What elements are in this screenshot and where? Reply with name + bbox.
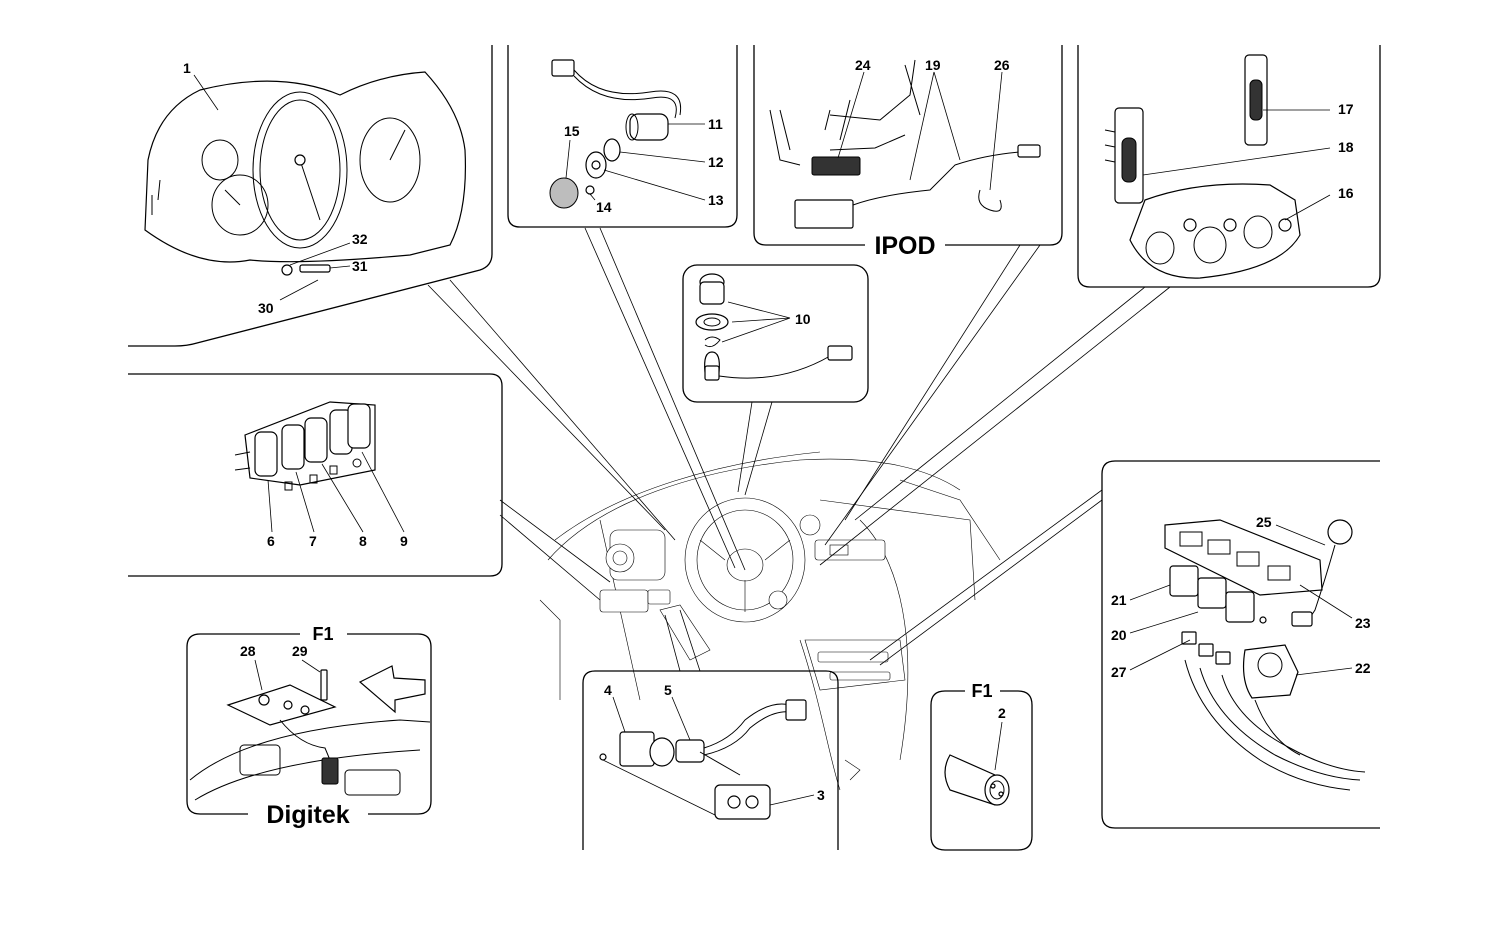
panel-instrument-cluster: 1 32 31 30 [128,45,493,347]
panel-central-switches: 25 21 23 20 27 22 [1101,460,1380,829]
part-label-11: 11 [708,116,723,132]
leader-10a [727,301,791,319]
part-label-32: 32 [352,231,368,247]
leader-7 [295,471,315,533]
instrument-cluster-illustration [144,71,466,276]
leader-25 [1275,524,1326,546]
part-label-9: 9 [400,533,408,549]
part-label-14: 14 [596,199,612,215]
part-label-24: 24 [855,57,871,73]
part-label-15: 15 [564,123,580,139]
part-label-8: 8 [359,533,367,549]
f1-button-illustration [944,754,1010,806]
part-label-4: 4 [604,682,612,698]
leader-27 [1129,639,1191,671]
leader-32 [289,242,351,266]
leader-3b [602,759,716,816]
panel-climate-control: 17 18 16 [1077,45,1381,288]
part-label-31: 31 [352,258,368,274]
leader-23 [1299,584,1353,619]
ipod-illustration [769,59,1041,229]
leader-29 [301,659,321,673]
part-label-18: 18 [1338,139,1354,155]
leader-5 [671,696,691,741]
leader-8 [321,463,364,533]
panel-linker-lines [427,227,1171,672]
digitek-illustration [189,665,431,801]
leader-9 [361,451,405,533]
part-label-2: 2 [998,705,1006,721]
leader-22 [1295,667,1353,676]
panel-digitek: 28 29 F1 Digitek [186,624,432,829]
leader-14 [589,193,596,201]
part-label-12: 12 [708,154,724,170]
part-label-23: 23 [1355,615,1371,631]
leader-1 [193,74,219,111]
leader-13 [603,169,706,201]
leader-4 [612,696,626,733]
cigar-lighter-illustration [695,273,853,381]
climate-control-illustration [1104,54,1301,279]
socket-illustration [599,699,807,820]
panel-ipod: 24 19 26 IPOD [753,45,1063,260]
part-label-30: 30 [258,300,274,316]
part-label-21: 21 [1111,592,1127,608]
part-label-27: 27 [1111,664,1127,680]
leader-24 [837,71,865,159]
part-label-17: 17 [1338,101,1354,117]
panel-dash-switches: 6 7 8 9 [128,373,503,577]
part-label-29: 29 [292,643,308,659]
part-label-19: 19 [925,57,941,73]
part-label-6: 6 [267,533,275,549]
dashboard-illustration [539,451,1001,791]
digitek-caption: Digitek [266,801,349,829]
leader-19a [909,71,935,181]
panel-socket: 4 5 3 [582,670,839,850]
leader-31 [329,265,351,269]
part-label-13: 13 [708,192,724,208]
part-label-7: 7 [309,533,317,549]
part-label-28: 28 [240,643,256,659]
leader-10c [721,317,791,343]
panel-ignition-switch: 11 15 12 13 14 [507,45,738,228]
part-label-10: 10 [795,311,811,327]
panel-f1-button: 2 F1 [930,681,1033,851]
ignition-switch-illustration [549,59,682,209]
leader-2 [994,721,1003,771]
digitek-f1-caption: F1 [312,624,333,644]
ipod-caption: IPOD [874,232,935,260]
leader-26 [989,71,1003,191]
part-label-22: 22 [1355,660,1371,676]
part-label-25: 25 [1256,514,1272,530]
part-label-20: 20 [1111,627,1127,643]
dash-switches-illustration [234,401,376,491]
part-label-1: 1 [183,60,191,76]
leader-16 [1284,194,1331,221]
panel-cigar-lighter: 10 [682,264,869,403]
leader-10b [731,317,791,323]
leader-30 [279,279,319,301]
leader-3 [769,794,815,806]
part-label-5: 5 [664,682,672,698]
part-label-3: 3 [817,787,825,803]
leader-15 [565,139,571,179]
leader-6 [267,479,273,533]
central-switches-illustration [1164,519,1366,791]
f1-button-caption: F1 [971,681,992,701]
leader-21 [1129,584,1171,601]
leader-28 [254,659,263,691]
leader-20 [1129,611,1199,634]
leader-12 [619,151,706,163]
leader-18 [1142,147,1331,176]
leader-19b [933,71,961,161]
part-label-16: 16 [1338,185,1354,201]
part-label-26: 26 [994,57,1010,73]
